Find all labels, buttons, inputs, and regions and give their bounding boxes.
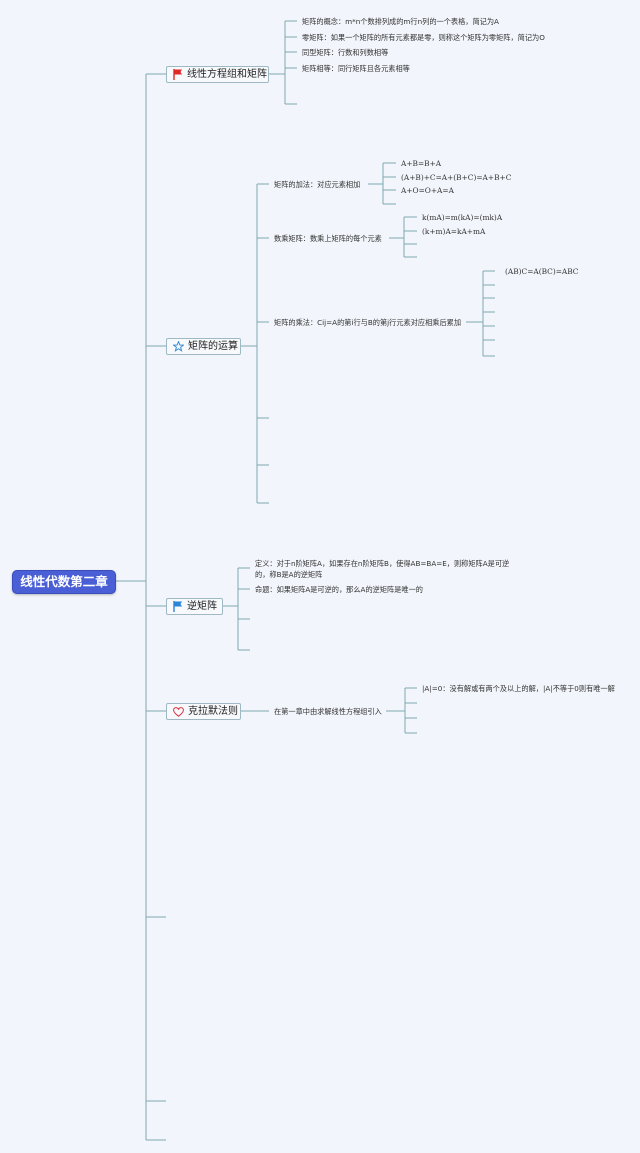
node-inverse-proposition[interactable]: 命题：如果矩阵A是可逆的，那么A的逆矩阵是唯一的 xyxy=(255,585,423,594)
node-matrix-addition[interactable]: 矩阵的加法：对应元素相加 xyxy=(274,180,361,189)
node-inverse-definition[interactable]: 定义：对于n阶矩阵A，如果存在n阶矩阵B，使得AB=BA=E，则称矩阵A是可逆的… xyxy=(255,559,510,579)
node-matrix-equality[interactable]: 矩阵相等：同行矩阵且各元素相等 xyxy=(302,64,410,73)
formula-item[interactable]: (AB)C=A(BC)=ABC xyxy=(505,267,579,276)
node-same-type-matrix[interactable]: 同型矩阵：行数和列数相等 xyxy=(302,48,389,57)
branch-label: 线性方程组和矩阵 xyxy=(187,69,267,80)
node-matrix-concept[interactable]: 矩阵的概念：m*n个数排列成的m行n列的一个表格，简记为A xyxy=(302,17,499,26)
node-scalar-multiplication[interactable]: 数乘矩阵：数乘上矩阵的每个元素 xyxy=(274,234,382,243)
node-determinant-condition[interactable]: |A|=0：没有解或有两个及以上的解，|A|不等于0则有唯一解 xyxy=(422,684,615,693)
formula-item[interactable]: k(mA)=m(kA)=(mk)A xyxy=(422,213,503,222)
formula-item[interactable]: (A+B)+C=A+(B+C)=A+B+C xyxy=(401,173,512,182)
formula-item[interactable]: A+O=O+A=A xyxy=(401,186,454,195)
node-zero-matrix[interactable]: 零矩阵：如果一个矩阵的所有元素都是零，则称这个矩阵为零矩阵，简记为O xyxy=(302,33,545,42)
red-flag-icon xyxy=(173,69,183,80)
branch-matrix-operations[interactable]: 矩阵的运算 xyxy=(166,338,241,355)
formula-item[interactable]: (k+m)A=kA+mA xyxy=(422,227,486,236)
branch-label: 矩阵的运算 xyxy=(188,341,238,352)
node-cramer-intro[interactable]: 在第一章中由求解线性方程组引入 xyxy=(274,707,382,716)
branch-linear-equations[interactable]: 线性方程组和矩阵 xyxy=(166,66,269,83)
branch-inverse-matrix[interactable]: 逆矩阵 xyxy=(166,598,223,615)
branch-label: 逆矩阵 xyxy=(187,601,217,612)
star-icon xyxy=(173,341,184,352)
root-node[interactable]: 线性代数第二章 xyxy=(12,570,116,594)
heart-icon xyxy=(173,706,184,717)
formula-item[interactable]: A+B=B+A xyxy=(401,159,442,168)
branch-cramers-rule[interactable]: 克拉默法则 xyxy=(166,703,241,720)
node-matrix-multiplication[interactable]: 矩阵的乘法：Cij=A的第i行与B的第j行元素对应相乘后累加 xyxy=(274,318,462,327)
branch-label: 克拉默法则 xyxy=(188,706,238,717)
blue-flag-icon xyxy=(173,601,183,612)
